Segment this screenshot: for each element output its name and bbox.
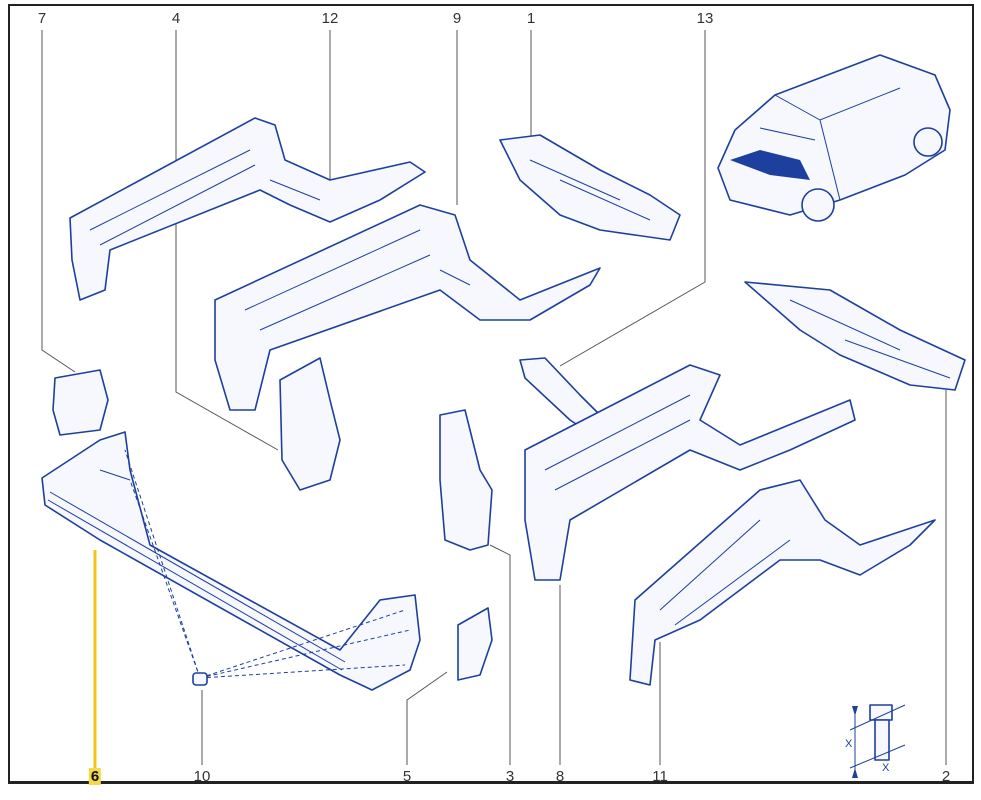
callout-3[interactable]: 3 xyxy=(505,768,515,785)
part-5[interactable] xyxy=(457,607,493,681)
part-7[interactable] xyxy=(52,369,109,436)
callout-8[interactable]: 8 xyxy=(555,768,565,785)
callout-13[interactable]: 13 xyxy=(696,10,714,27)
callout-9[interactable]: 9 xyxy=(452,10,462,27)
callout-12[interactable]: 12 xyxy=(321,10,339,27)
callout-11[interactable]: 11 xyxy=(652,768,668,785)
part-4[interactable] xyxy=(279,357,341,491)
part-8[interactable] xyxy=(524,364,856,581)
torque-x-label: X xyxy=(845,738,853,750)
fastener-dash-lines xyxy=(124,449,411,679)
part-1[interactable] xyxy=(499,134,681,241)
callout-6-highlighted[interactable]: 6 xyxy=(88,768,102,785)
part-6[interactable] xyxy=(41,431,421,691)
callout-5[interactable]: 5 xyxy=(402,768,412,785)
bolt-torque-icon xyxy=(849,704,906,778)
part-3[interactable] xyxy=(439,409,493,551)
callout-2[interactable]: 2 xyxy=(941,768,951,785)
callout-4[interactable]: 4 xyxy=(171,10,181,27)
callout-1[interactable]: 1 xyxy=(526,10,536,27)
callout-7[interactable]: 7 xyxy=(37,10,47,27)
part-2[interactable] xyxy=(744,281,966,391)
callout-10[interactable]: 10 xyxy=(193,768,211,785)
part-9[interactable] xyxy=(214,204,601,411)
leader-lines xyxy=(41,30,947,768)
part-12[interactable] xyxy=(69,117,426,301)
car-illustration xyxy=(717,54,951,222)
torque-x-label-2: X xyxy=(882,762,890,774)
part-10-bolt[interactable] xyxy=(192,672,208,686)
part-11[interactable] xyxy=(629,479,936,686)
diagram-frame xyxy=(8,4,974,784)
